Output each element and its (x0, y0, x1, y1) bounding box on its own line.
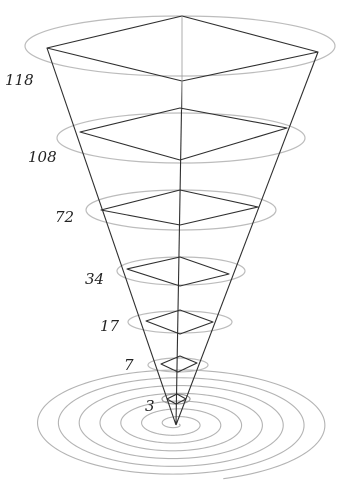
ring-level-4 (116, 256, 246, 286)
ring-level-5 (127, 310, 233, 334)
edge-right (175, 51, 319, 426)
spiral-path (36, 369, 326, 480)
section-level-2 (79, 107, 288, 161)
label-level-6: 7 (124, 356, 134, 374)
ring-level-3 (85, 189, 277, 231)
section-level-6 (160, 355, 198, 373)
edge-left (46, 47, 177, 426)
ring-level-1 (24, 15, 336, 77)
section-level-4 (126, 256, 230, 287)
top-face (46, 15, 319, 82)
edge-front (175, 80, 183, 426)
section-level-5 (145, 309, 214, 335)
inverted-pyramid (46, 15, 319, 426)
base-spiral (36, 369, 326, 480)
label-level-1: 118 (5, 71, 34, 89)
label-level-3: 72 (55, 208, 74, 226)
section-level-7 (166, 393, 187, 405)
label-level-4: 34 (85, 270, 104, 288)
level-labels: 118 108 72 34 17 7 3 (5, 71, 155, 415)
section-level-3 (100, 189, 259, 226)
label-level-2: 108 (28, 148, 57, 166)
label-level-5: 17 (100, 317, 120, 335)
label-level-7: 3 (145, 397, 155, 415)
